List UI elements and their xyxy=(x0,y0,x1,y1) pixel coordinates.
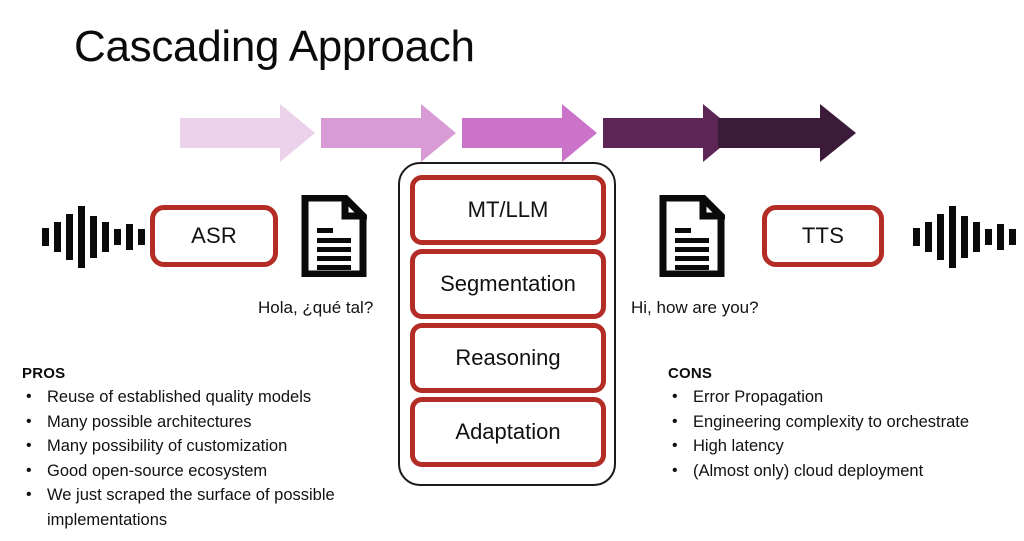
tts-box-label: TTS xyxy=(801,223,845,248)
cons-block: CONS Error Propagation Engineering compl… xyxy=(668,365,1018,483)
pros-block: PROS Reuse of established quality models… xyxy=(22,365,422,532)
arrow-shape xyxy=(321,104,456,162)
center-stack-list: MT/LLM Segmentation Reasoning Adaptation xyxy=(410,175,606,467)
waveform-bar xyxy=(102,222,109,252)
waveform-bar xyxy=(1009,229,1016,245)
asr-box[interactable]: ASR xyxy=(150,205,278,267)
arrow-chain xyxy=(180,104,860,162)
arrow-shape xyxy=(718,104,856,162)
list-item: Many possible architectures xyxy=(22,410,422,435)
waveform-bar xyxy=(937,214,944,260)
arrow-shape xyxy=(462,104,597,162)
document-line xyxy=(675,228,691,233)
document-line xyxy=(675,265,709,270)
list-item: High latency xyxy=(668,434,1018,459)
list-item: Good open-source ecosystem xyxy=(22,459,422,484)
tts-box[interactable]: TTS xyxy=(762,205,884,267)
arrow-shape xyxy=(603,104,738,162)
document-line xyxy=(675,256,709,261)
arrow-stage-3 xyxy=(462,104,597,162)
document-line xyxy=(317,238,351,243)
page-title: Cascading Approach xyxy=(74,22,475,71)
cons-list: Error Propagation Engineering complexity… xyxy=(668,385,1018,483)
audio-waveform-icon-input xyxy=(42,205,145,269)
waveform-bar xyxy=(961,216,968,258)
arrow-stage-5 xyxy=(718,104,856,162)
audio-waveform-icon-output xyxy=(913,205,1016,269)
waveform-bar xyxy=(66,214,73,260)
document-icon-target xyxy=(659,195,725,277)
waveform-bar xyxy=(913,228,920,246)
arrow-stage-2 xyxy=(321,104,456,162)
list-item: We just scraped the surface of possible … xyxy=(22,483,422,532)
waveform-bar xyxy=(90,216,97,258)
list-item: Many possibility of customization xyxy=(22,434,422,459)
waveform-bar xyxy=(925,222,932,252)
stack-item-adaptation[interactable]: Adaptation xyxy=(410,397,606,467)
document-fold-shape xyxy=(341,195,367,220)
stack-item-reasoning[interactable]: Reasoning xyxy=(410,323,606,393)
document-line xyxy=(317,228,333,233)
document-line xyxy=(675,238,709,243)
waveform-bar xyxy=(949,206,956,268)
pros-list: Reuse of established quality models Many… xyxy=(22,385,422,532)
list-item: (Almost only) cloud deployment xyxy=(668,459,1018,484)
cons-heading: CONS xyxy=(668,365,713,382)
document-line xyxy=(317,247,351,252)
list-item: Error Propagation xyxy=(668,385,1018,410)
arrow-stage-1 xyxy=(180,104,315,162)
stack-item-label: Adaptation xyxy=(455,419,561,444)
list-item: Reuse of established quality models xyxy=(22,385,422,410)
waveform-bar xyxy=(973,222,980,252)
waveform-bar xyxy=(126,224,133,250)
asr-box-label: ASR xyxy=(191,223,237,248)
waveform-bar xyxy=(114,229,121,245)
document-fold-shape xyxy=(699,195,725,220)
document-line xyxy=(317,256,351,261)
document-line xyxy=(317,265,351,270)
document-icon-source xyxy=(301,195,367,277)
pros-heading: PROS xyxy=(22,365,66,382)
waveform-bar xyxy=(78,206,85,268)
stack-item-label: Segmentation xyxy=(440,271,576,296)
stack-item-segmentation[interactable]: Segmentation xyxy=(410,249,606,319)
waveform-bar xyxy=(42,228,49,246)
waveform-bar xyxy=(54,222,61,252)
source-caption: Hola, ¿qué tal? xyxy=(258,298,374,317)
arrow-shape xyxy=(180,104,315,162)
stack-item-label: Reasoning xyxy=(455,345,561,370)
waveform-bar xyxy=(997,224,1004,250)
target-caption: Hi, how are you? xyxy=(631,298,759,317)
waveform-bar xyxy=(985,229,992,245)
stack-item-label: MT/LLM xyxy=(467,197,549,222)
list-item: Engineering complexity to orchestrate xyxy=(668,410,1018,435)
waveform-bar xyxy=(138,229,145,245)
document-line xyxy=(675,247,709,252)
arrow-stage-4 xyxy=(603,104,738,162)
stack-item-mt-llm[interactable]: MT/LLM xyxy=(410,175,606,245)
